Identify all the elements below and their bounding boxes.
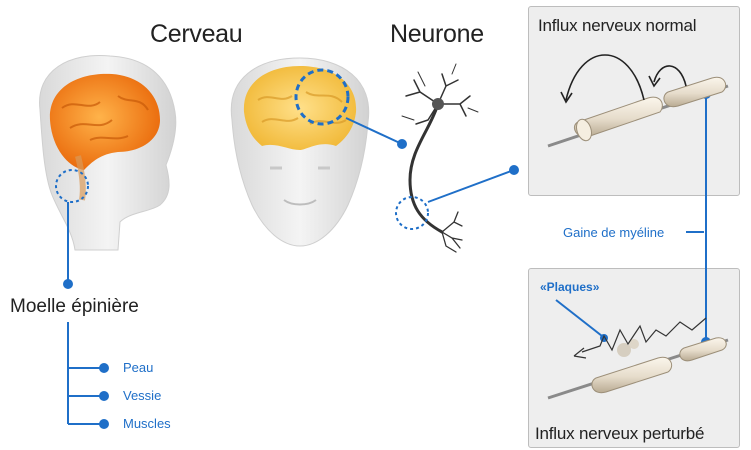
- neuron-illustration: [402, 64, 478, 252]
- plaques-pointer: [556, 300, 602, 336]
- target-label-skin: Peau: [123, 360, 153, 375]
- normal-impulse-title: Influx nerveux normal: [538, 16, 696, 36]
- spinal-cord-label: Moelle épinière: [10, 296, 139, 318]
- target-label-bladder: Vessie: [123, 388, 161, 403]
- brain-heading: Cerveau: [150, 20, 242, 49]
- disturbed-nerve-fiber: [548, 338, 728, 398]
- disturbed-impulse-title: Influx nerveux perturbé: [535, 424, 704, 444]
- target-label-muscles: Muscles: [123, 416, 171, 431]
- plaques-label: «Plaques»: [540, 280, 599, 294]
- neuron-heading: Neurone: [390, 20, 484, 49]
- normal-nerve-fiber: [548, 77, 728, 146]
- myelin-sheath-label: Gaine de myéline: [560, 225, 667, 240]
